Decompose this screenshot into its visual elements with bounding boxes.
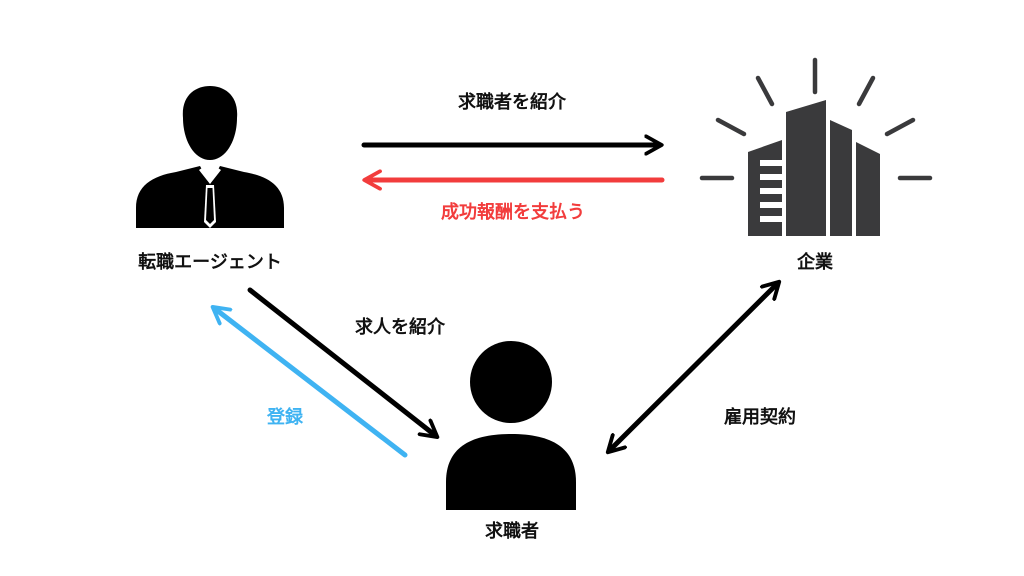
- register-label: 登録: [267, 407, 303, 428]
- seeker-label: 求職者: [485, 521, 539, 542]
- agent-label: 転職エージェント: [138, 252, 282, 273]
- person-icon: [446, 341, 576, 510]
- businessman-icon: [136, 86, 284, 228]
- arrow-employment-contract: [609, 283, 778, 451]
- company-label: 企業: [797, 252, 833, 273]
- pay-fee-label: 成功報酬を支払う: [441, 202, 585, 223]
- introduce-seeker-label: 求職者を紹介: [458, 92, 566, 113]
- employment-contract-label: 雇用契約: [724, 407, 796, 428]
- introduce-job-label: 求人を紹介: [355, 317, 445, 338]
- arrow-introduce-job: [247, 287, 436, 436]
- office-building-icon: [699, 57, 933, 236]
- arrow-register: [214, 308, 408, 458]
